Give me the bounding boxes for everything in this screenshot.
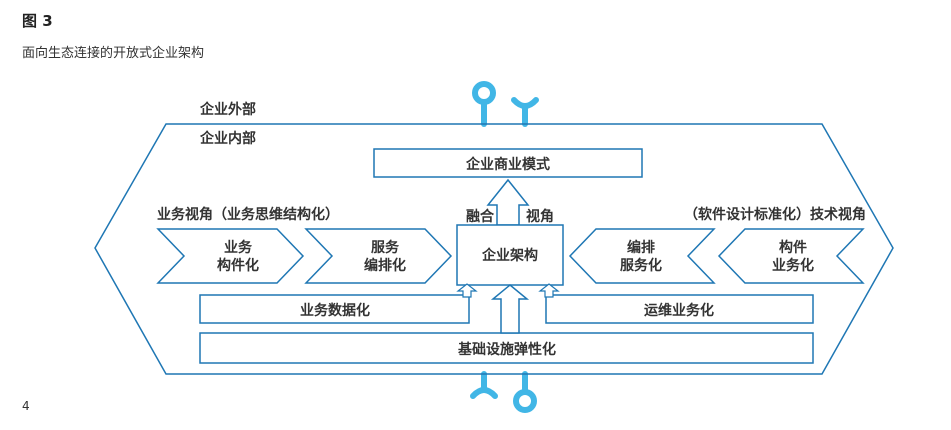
chevron-3-line2: 服务化 xyxy=(620,257,662,274)
ops-business-text: 运维业务化 xyxy=(644,302,714,319)
enterprise-architecture-box xyxy=(456,224,564,286)
ops-business-box xyxy=(545,294,814,324)
inner-label: 企业内部 xyxy=(199,130,256,147)
chevron-4-line1: 构件 xyxy=(779,239,807,256)
tech-view-title: （软件设计标准化）技术视角 xyxy=(684,206,866,223)
chevron-business-componentization xyxy=(156,228,305,284)
infrastructure-text: 基础设施弹性化 xyxy=(458,341,556,358)
business-model-text: 企业商业模式 xyxy=(465,156,550,173)
bottom-plug-icon xyxy=(470,371,498,399)
top-socket-icon xyxy=(472,81,496,127)
fusion-arrow xyxy=(486,178,530,226)
infrastructure-box xyxy=(199,332,814,364)
enterprise-boundary xyxy=(94,123,894,375)
chevron-orchestration-servicization xyxy=(568,228,716,284)
fusion-left-text: 融合 xyxy=(466,208,495,225)
business-view-title: 业务视角（业务思维结构化） xyxy=(157,206,339,223)
chevron-4-line2: 业务化 xyxy=(772,257,814,274)
business-data-text: 业务数据化 xyxy=(300,302,370,319)
chevron-component-business xyxy=(717,228,865,284)
outer-label: 企业外部 xyxy=(199,101,256,118)
enterprise-architecture-text: 企业架构 xyxy=(481,247,538,264)
bottom-socket-icon xyxy=(513,371,537,413)
chevron-1-line2: 构件化 xyxy=(217,257,259,274)
chevron-2-line2: 编排化 xyxy=(364,257,406,274)
top-plug-icon xyxy=(511,97,539,127)
chevron-1-line1: 业务 xyxy=(224,239,253,256)
arrow-from-ops xyxy=(538,283,560,298)
business-data-box xyxy=(199,294,470,324)
figure-caption: 面向生态连接的开放式企业架构 xyxy=(22,46,205,61)
chevron-3-line1: 编排 xyxy=(627,239,655,256)
figure-label: 图 3 xyxy=(22,12,53,30)
chevron-service-orchestration xyxy=(304,228,453,284)
business-model-box xyxy=(373,148,643,178)
arrow-from-infrastructure xyxy=(490,284,530,334)
chevron-2-line1: 服务 xyxy=(371,239,400,256)
page-number: 4 xyxy=(22,399,30,413)
fusion-right-text: 视角 xyxy=(526,208,554,225)
arrow-from-business-data xyxy=(456,283,478,298)
